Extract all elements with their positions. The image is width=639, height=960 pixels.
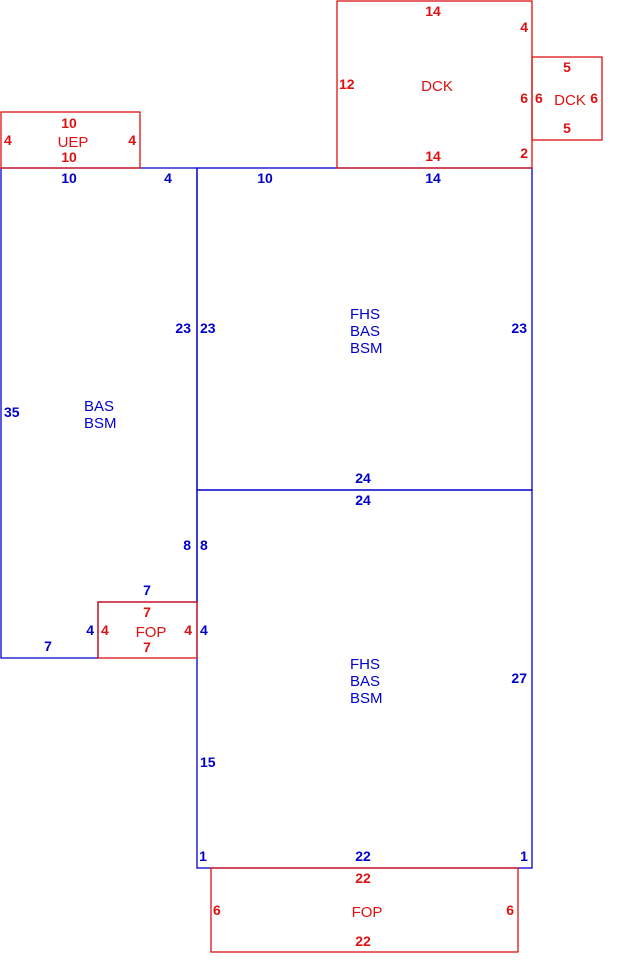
lower-right-left-lower-dim: 15	[200, 754, 216, 770]
left-bas-bottom-dim: 7	[44, 638, 52, 654]
deck-main-right-mid-dim: 6	[520, 90, 528, 106]
fop-small-top-dim: 7	[143, 604, 151, 620]
lower-right-bottom-dim: 22	[355, 848, 371, 864]
upper-right-right-dim: 23	[511, 320, 527, 336]
uep-right-dim: 4	[128, 132, 136, 148]
lower-right-code-2: BAS	[350, 673, 380, 690]
fop-small-left-dim: 4	[101, 622, 109, 638]
fop-bottom-top-dim: 22	[355, 870, 371, 886]
upper-right-top-right-dim: 14	[425, 170, 441, 186]
upper-right-code-1: FHS	[350, 306, 380, 323]
left-bas-left-dim: 35	[4, 404, 20, 420]
lower-right-left-fop-dim: 4	[200, 622, 208, 638]
uep-outline	[0, 111, 141, 169]
deck-small-right-dim: 6	[590, 90, 598, 106]
fop-bottom-code: FOP	[352, 904, 383, 921]
deck-main-left-dim: 12	[339, 76, 355, 92]
deck-small-code: DCK	[554, 92, 586, 109]
fop-small-right-dim: 4	[184, 622, 192, 638]
left-bas-code-1: BAS	[84, 398, 114, 415]
upper-right-code-3: BSM	[350, 340, 383, 357]
deck-small-bottom-dim: 5	[563, 120, 571, 136]
deck-main-right-bottom-dim: 2	[520, 145, 528, 161]
left-bas-top-right-dim: 4	[164, 170, 172, 186]
lower-right-right-dim: 27	[511, 670, 527, 686]
left-bas-code-2: BSM	[84, 415, 117, 432]
uep-code: UEP	[58, 134, 89, 151]
uep-top-dim: 10	[61, 115, 77, 131]
fop-bottom-left-dim: 6	[213, 902, 221, 918]
deck-small-left-dim: 6	[535, 90, 543, 106]
deck-small-top-dim: 5	[563, 59, 571, 75]
lower-right-code-3: BSM	[350, 690, 383, 707]
left-bas-right-fop-dim: 4	[86, 622, 94, 638]
deck-main-top-dim: 14	[425, 3, 441, 19]
uep-left-dim: 4	[4, 132, 12, 148]
lower-right-top-dim: 24	[355, 492, 371, 508]
deck-main-code: DCK	[421, 78, 453, 95]
lower-right-bottom-left-dim: 1	[199, 848, 207, 864]
fop-bottom-right-dim: 6	[506, 902, 514, 918]
left-bas-fop-top-dim: 7	[143, 582, 151, 598]
fop-small-outline	[97, 601, 198, 659]
lower-right-bottom-right-dim: 1	[520, 848, 528, 864]
fop-small-code: FOP	[136, 624, 167, 641]
lower-right-code-1: FHS	[350, 656, 380, 673]
deck-main-right-top-dim: 4	[520, 19, 528, 35]
upper-right-code-2: BAS	[350, 323, 380, 340]
uep-bottom-dim: 10	[61, 149, 77, 165]
fop-bottom-outline	[210, 867, 519, 953]
fop-bottom-bottom-dim: 22	[355, 933, 371, 949]
deck-main-bottom-dim: 14	[425, 148, 441, 164]
left-bas-top-left-dim: 10	[61, 170, 77, 186]
fop-small-bottom-dim: 7	[143, 639, 151, 655]
upper-right-bottom-dim: 24	[355, 470, 371, 486]
deck-small-outline	[531, 56, 603, 141]
left-bas-right-lower-dim: 8	[183, 537, 191, 553]
lower-right-left-upper-dim: 8	[200, 537, 208, 553]
upper-right-left-dim: 23	[200, 320, 216, 336]
left-bas-right-upper-dim: 23	[175, 320, 191, 336]
upper-right-top-left-dim: 10	[257, 170, 273, 186]
